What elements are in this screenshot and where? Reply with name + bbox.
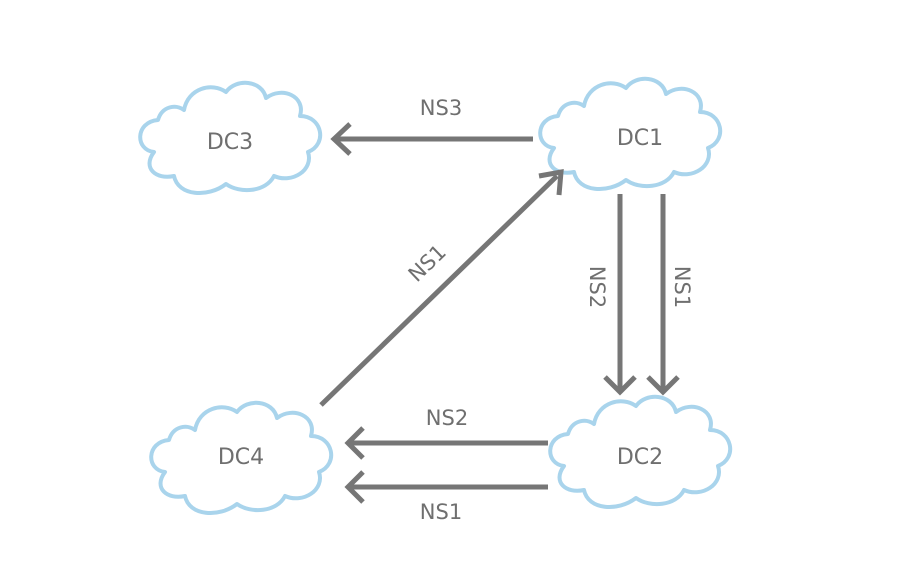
arrow-dc1-to-dc2-ns2: [603, 194, 637, 396]
arrow-dc1-to-dc3: [330, 122, 533, 156]
arrow-dc4-to-dc1-head: [538, 168, 564, 196]
cloud-dc2-label: DC2: [617, 445, 663, 470]
cloud-dc1: DC1: [538, 76, 723, 192]
edge-label-dc1-to-dc2-ns2: NS2: [585, 266, 609, 308]
arrow-dc2-to-dc4-ns2: [344, 426, 548, 460]
edge-label-dc1-to-dc3: NS3: [420, 96, 462, 120]
arrow-dc2-to-dc4-ns1: [344, 470, 548, 504]
cloud-dc3-label: DC3: [207, 130, 253, 155]
arrow-dc2-to-dc4-ns2-head: [344, 426, 365, 460]
cloud-dc2: DC2: [548, 394, 733, 510]
cloud-dc4-label: DC4: [218, 445, 264, 470]
cloud-dc4: DC4: [149, 400, 334, 516]
edge-label-dc1-to-dc2-ns1: NS1: [670, 266, 694, 308]
arrow-dc4-to-dc1: [319, 168, 564, 407]
edge-label-dc2-to-dc4-ns1: NS1: [420, 500, 462, 524]
cloud-dc1-label: DC1: [617, 126, 663, 151]
arrow-dc1-to-dc2-ns2-head: [603, 375, 637, 396]
arrow-dc2-to-dc4-ns1-head: [344, 470, 365, 504]
arrow-dc1-to-dc3-head: [330, 122, 352, 156]
edge-label-dc2-to-dc4-ns2: NS2: [426, 406, 468, 430]
arrow-dc1-to-dc2-ns1-head: [646, 375, 680, 396]
cloud-dc3: DC3: [138, 80, 323, 196]
arrow-dc1-to-dc2-ns1: [646, 194, 680, 396]
arrow-dc4-to-dc1-line: [319, 174, 559, 407]
edge-label-dc4-to-dc1: NS1: [404, 240, 451, 287]
